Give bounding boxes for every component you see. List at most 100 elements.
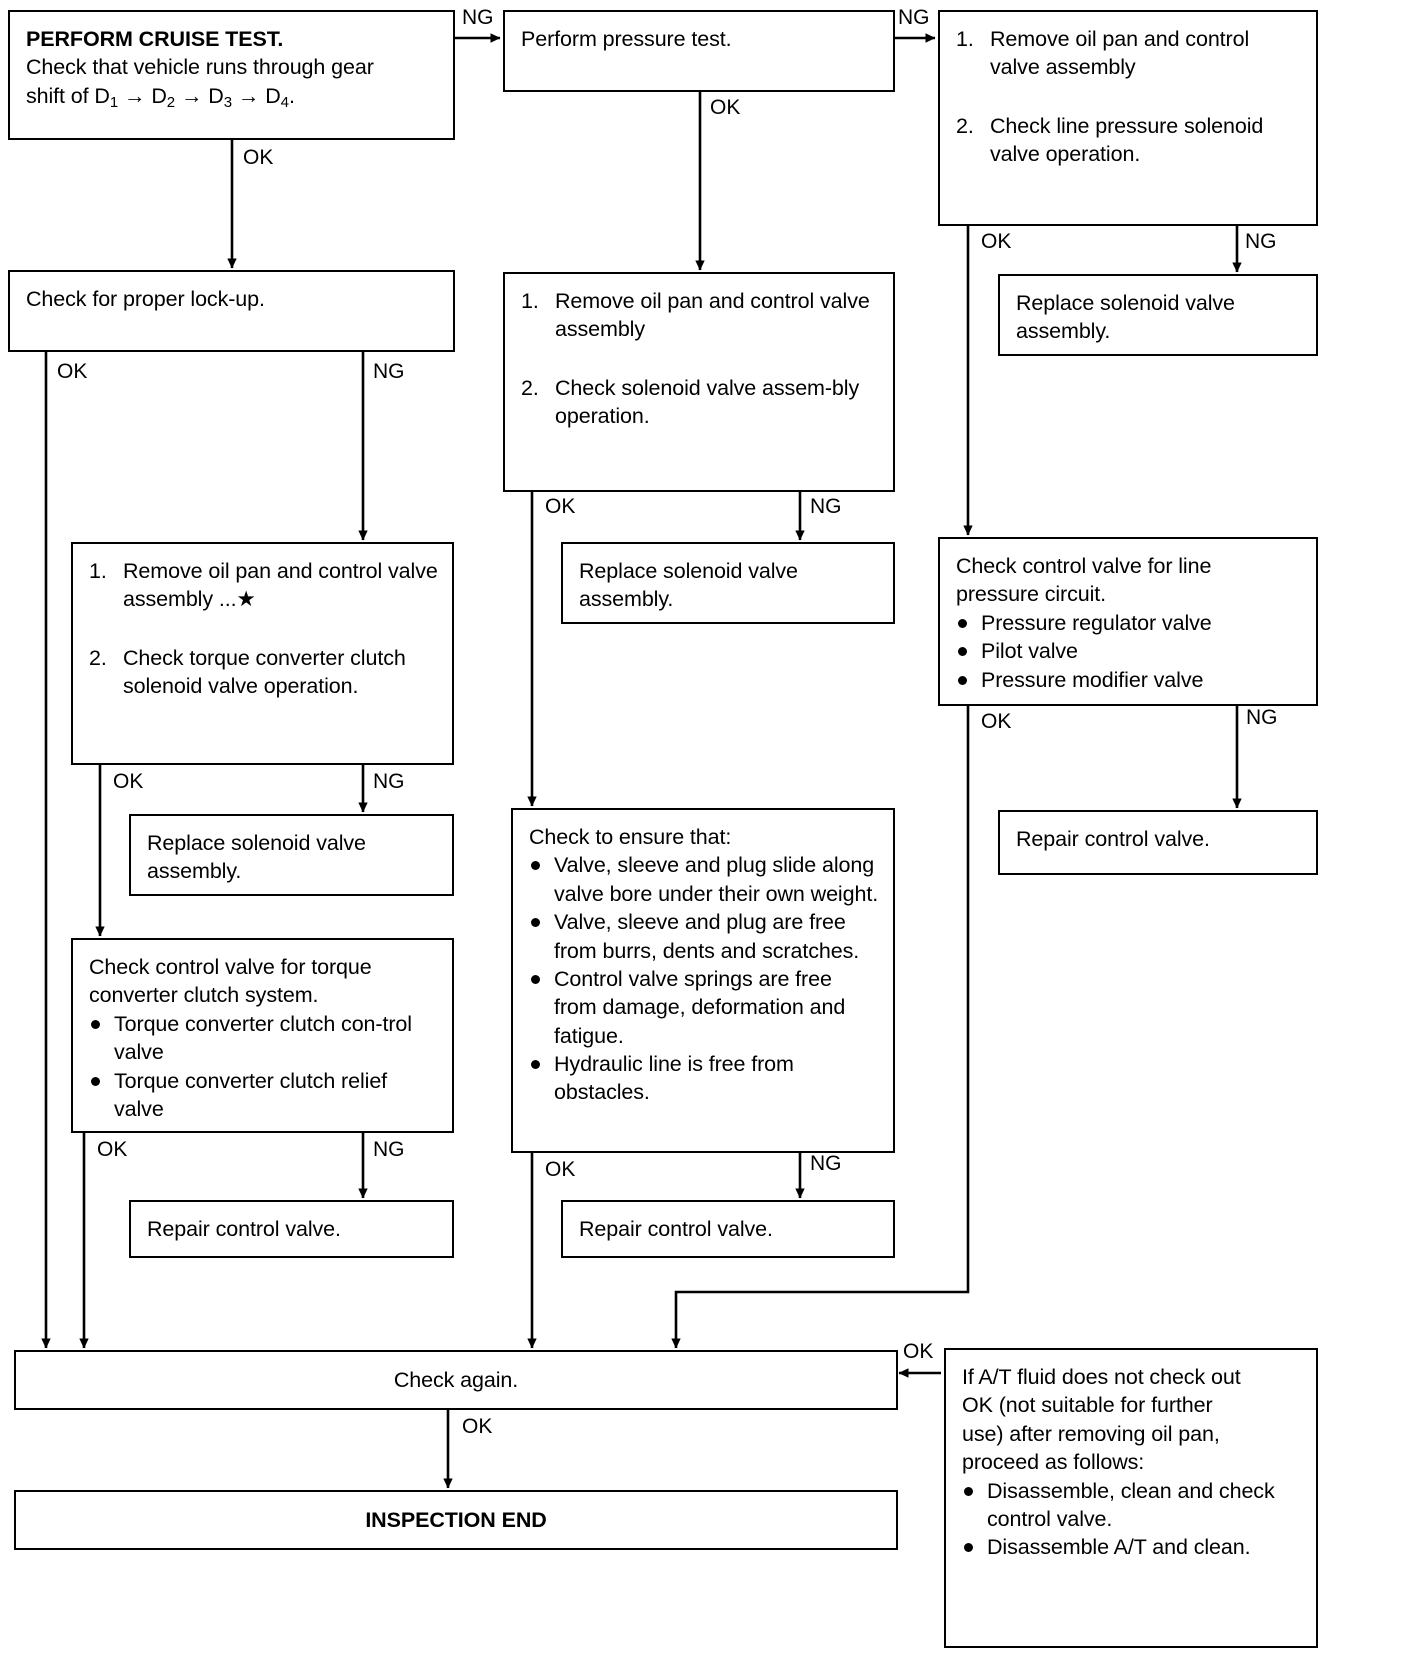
subscript-1: 1 [109, 93, 119, 111]
list-item: Control valve springs are free from dama… [529, 965, 879, 1050]
replace-solenoid-middle-line2: assembly. [579, 587, 674, 612]
replace-solenoid-right-line2: assembly. [1016, 319, 1111, 344]
gear-shift-d1: shift of D [26, 83, 110, 108]
box-check-control-valve-line-pressure: Check control valve for line pressure ci… [938, 537, 1318, 706]
gear-shift-d3: D [208, 83, 224, 108]
tcc-ctrl-heading-2: converter clutch system. [89, 983, 319, 1008]
replace-solenoid-right-line1: Replace solenoid valve [1016, 291, 1235, 315]
box-replace-solenoid-left: Replace solenoid valve assembly. [129, 814, 454, 896]
fluid-note-line3: use) after removing oil pan, [962, 1421, 1220, 1446]
box-check-lockup: Check for proper lock-up. [8, 270, 455, 352]
step-text: Remove oil pan and control valve assembl… [123, 559, 438, 612]
list-item: Pilot valve [956, 637, 1302, 665]
step-text: Remove oil pan and control valve assembl… [555, 289, 870, 342]
cruise-test-line1: Check that vehicle runs through gear [26, 55, 374, 80]
box-perform-cruise-test: PERFORM CRUISE TEST. Check that vehicle … [8, 10, 455, 140]
tcc-ctrl-bullets: Torque converter clutch con-trol valve T… [89, 1010, 438, 1124]
step-text: Check line pressure solenoid valve opera… [990, 113, 1264, 167]
replace-solenoid-left-line1: Replace solenoid valve [147, 831, 366, 855]
subscript-3: 3 [223, 93, 233, 111]
box-replace-solenoid-middle: Replace solenoid valve assembly. [561, 542, 895, 624]
edge-label-ctrl-line-ng: NG [1246, 706, 1278, 729]
step-number: 1. [521, 289, 539, 313]
edge-label-tcc-sol-ok: OK [113, 770, 144, 793]
list-item: Torque converter clutch con-trol valve [89, 1010, 438, 1067]
fluid-note-line2: OK (not suitable for further [962, 1393, 1213, 1418]
box-check-control-valve-tcc: Check control valve for torque converter… [71, 938, 454, 1133]
edge-label-lockup-ok: OK [57, 360, 88, 383]
check-lockup-text: Check for proper lock-up. [26, 287, 265, 311]
step-number: 2. [89, 645, 107, 670]
box-replace-solenoid-right: Replace solenoid valve assembly. [998, 274, 1318, 356]
box-check-again: Check again. [14, 1350, 898, 1410]
edge-label-lockup-ng: NG [373, 360, 405, 383]
box-repair-control-valve-middle: Repair control valve. [561, 1200, 895, 1258]
inspection-end-text: INSPECTION END [365, 1507, 547, 1532]
fluid-note-bullets: Disassemble, clean and check control val… [962, 1477, 1302, 1562]
period-glyph: . [289, 83, 295, 108]
list-item: Hydraulic line is free from obstacles. [529, 1050, 879, 1107]
step-number: 2. [956, 113, 974, 138]
list-item: Valve, sleeve and plug are free from bur… [529, 908, 879, 965]
edge-label-sol-assy-ng: NG [810, 495, 842, 518]
gear-shift-d4: D [265, 83, 281, 108]
list-item: Pressure modifier valve [956, 666, 1302, 694]
step-number: 1. [89, 559, 107, 583]
edge-label-ensure-ng: NG [810, 1152, 842, 1175]
list-item: 1. Remove oil pan and control valve assem… [521, 287, 879, 344]
box-perform-pressure-test: Perform pressure test. [503, 10, 895, 92]
box-repair-control-valve-right: Repair control valve. [998, 810, 1318, 875]
edge-label-tcc-ctrl-ok: OK [97, 1138, 128, 1161]
box-repair-control-valve-left: Repair control valve. [129, 1200, 454, 1258]
list-item: Pressure regulator valve [956, 609, 1302, 637]
arrow-glyph-1: → [118, 83, 152, 108]
step-text: Check torque converter clutch solenoid v… [123, 645, 406, 699]
step-number: 2. [521, 375, 539, 400]
step-number: 1. [956, 27, 974, 51]
repair-middle-text: Repair control valve. [579, 1217, 773, 1241]
ctrl-line-heading-1: Check control valve for line [956, 554, 1212, 578]
arrow-glyph-2: → [175, 83, 209, 108]
edge-label-tcc-sol-ng: NG [373, 770, 405, 793]
solenoid-assembly-steps: 1. Remove oil pan and control valve assem… [521, 287, 879, 431]
box-check-to-ensure: Check to ensure that: Valve, sleeve and … [511, 808, 895, 1153]
gear-shift-d2: D [151, 83, 167, 108]
replace-solenoid-middle-line1: Replace solenoid valve [579, 559, 798, 583]
edge-label-line-sol-ok: OK [981, 230, 1012, 253]
line-pressure-steps: 1.Remove oil pan and control valve assem… [956, 25, 1302, 169]
check-ensure-heading: Check to ensure that: [529, 825, 732, 849]
box-inspection-end: INSPECTION END [14, 1490, 898, 1550]
repair-left-text: Repair control valve. [147, 1217, 341, 1241]
list-item: Disassemble A/T and clean. [962, 1533, 1302, 1561]
edge-label-ensure-ok: OK [545, 1158, 576, 1181]
replace-solenoid-left-line2: assembly. [147, 859, 242, 884]
list-item: 2. Check line pressure solenoid valve ope… [956, 112, 1302, 169]
subscript-4: 4 [280, 93, 289, 111]
list-item: Disassemble, clean and check control val… [962, 1477, 1302, 1534]
list-item: 1.Remove oil pan and control valve assem… [956, 25, 1302, 82]
fluid-note-line4: proceed as follows: [962, 1450, 1145, 1475]
cruise-test-line2: shift of D1 → D2 → D3 → D4. [26, 82, 439, 113]
list-item: 1. Remove oil pan and control valve assem… [89, 557, 438, 614]
list-item: Torque converter clutch relief valve [89, 1067, 438, 1124]
edge-label-pressure-ng: NG [898, 6, 930, 29]
box-at-fluid-note: If A/T fluid does not check out OK (not … [944, 1348, 1318, 1648]
cruise-test-heading: PERFORM CRUISE TEST. [26, 27, 284, 51]
list-item: 2. Check solenoid valve assem-bly operati… [521, 374, 879, 431]
edge-label-line-sol-ng: NG [1245, 230, 1277, 253]
edge-label-cruise-ok: OK [243, 146, 274, 169]
box-solenoid-valve-assembly: 1. Remove oil pan and control valve assem… [503, 272, 895, 492]
ctrl-line-heading-2: pressure circuit. [956, 582, 1107, 607]
edge-label-pressure-ok: OK [710, 96, 741, 119]
edge-label-tcc-ctrl-ng: NG [373, 1138, 405, 1161]
subscript-2: 2 [166, 93, 176, 111]
step-text: Check solenoid valve assem-bly operation… [555, 375, 860, 429]
check-ensure-bullets: Valve, sleeve and plug slide along valve… [529, 851, 879, 1106]
fluid-note-line1: If A/T fluid does not check out [962, 1365, 1241, 1389]
ctrl-line-bullets: Pressure regulator valve Pilot valve Pre… [956, 609, 1302, 694]
arrow-glyph-3: → [232, 83, 266, 108]
box-torque-converter-solenoid: 1. Remove oil pan and control valve assem… [71, 542, 454, 765]
tcc-ctrl-heading-1: Check control valve for torque [89, 955, 372, 979]
repair-right-text: Repair control valve. [1016, 827, 1210, 851]
